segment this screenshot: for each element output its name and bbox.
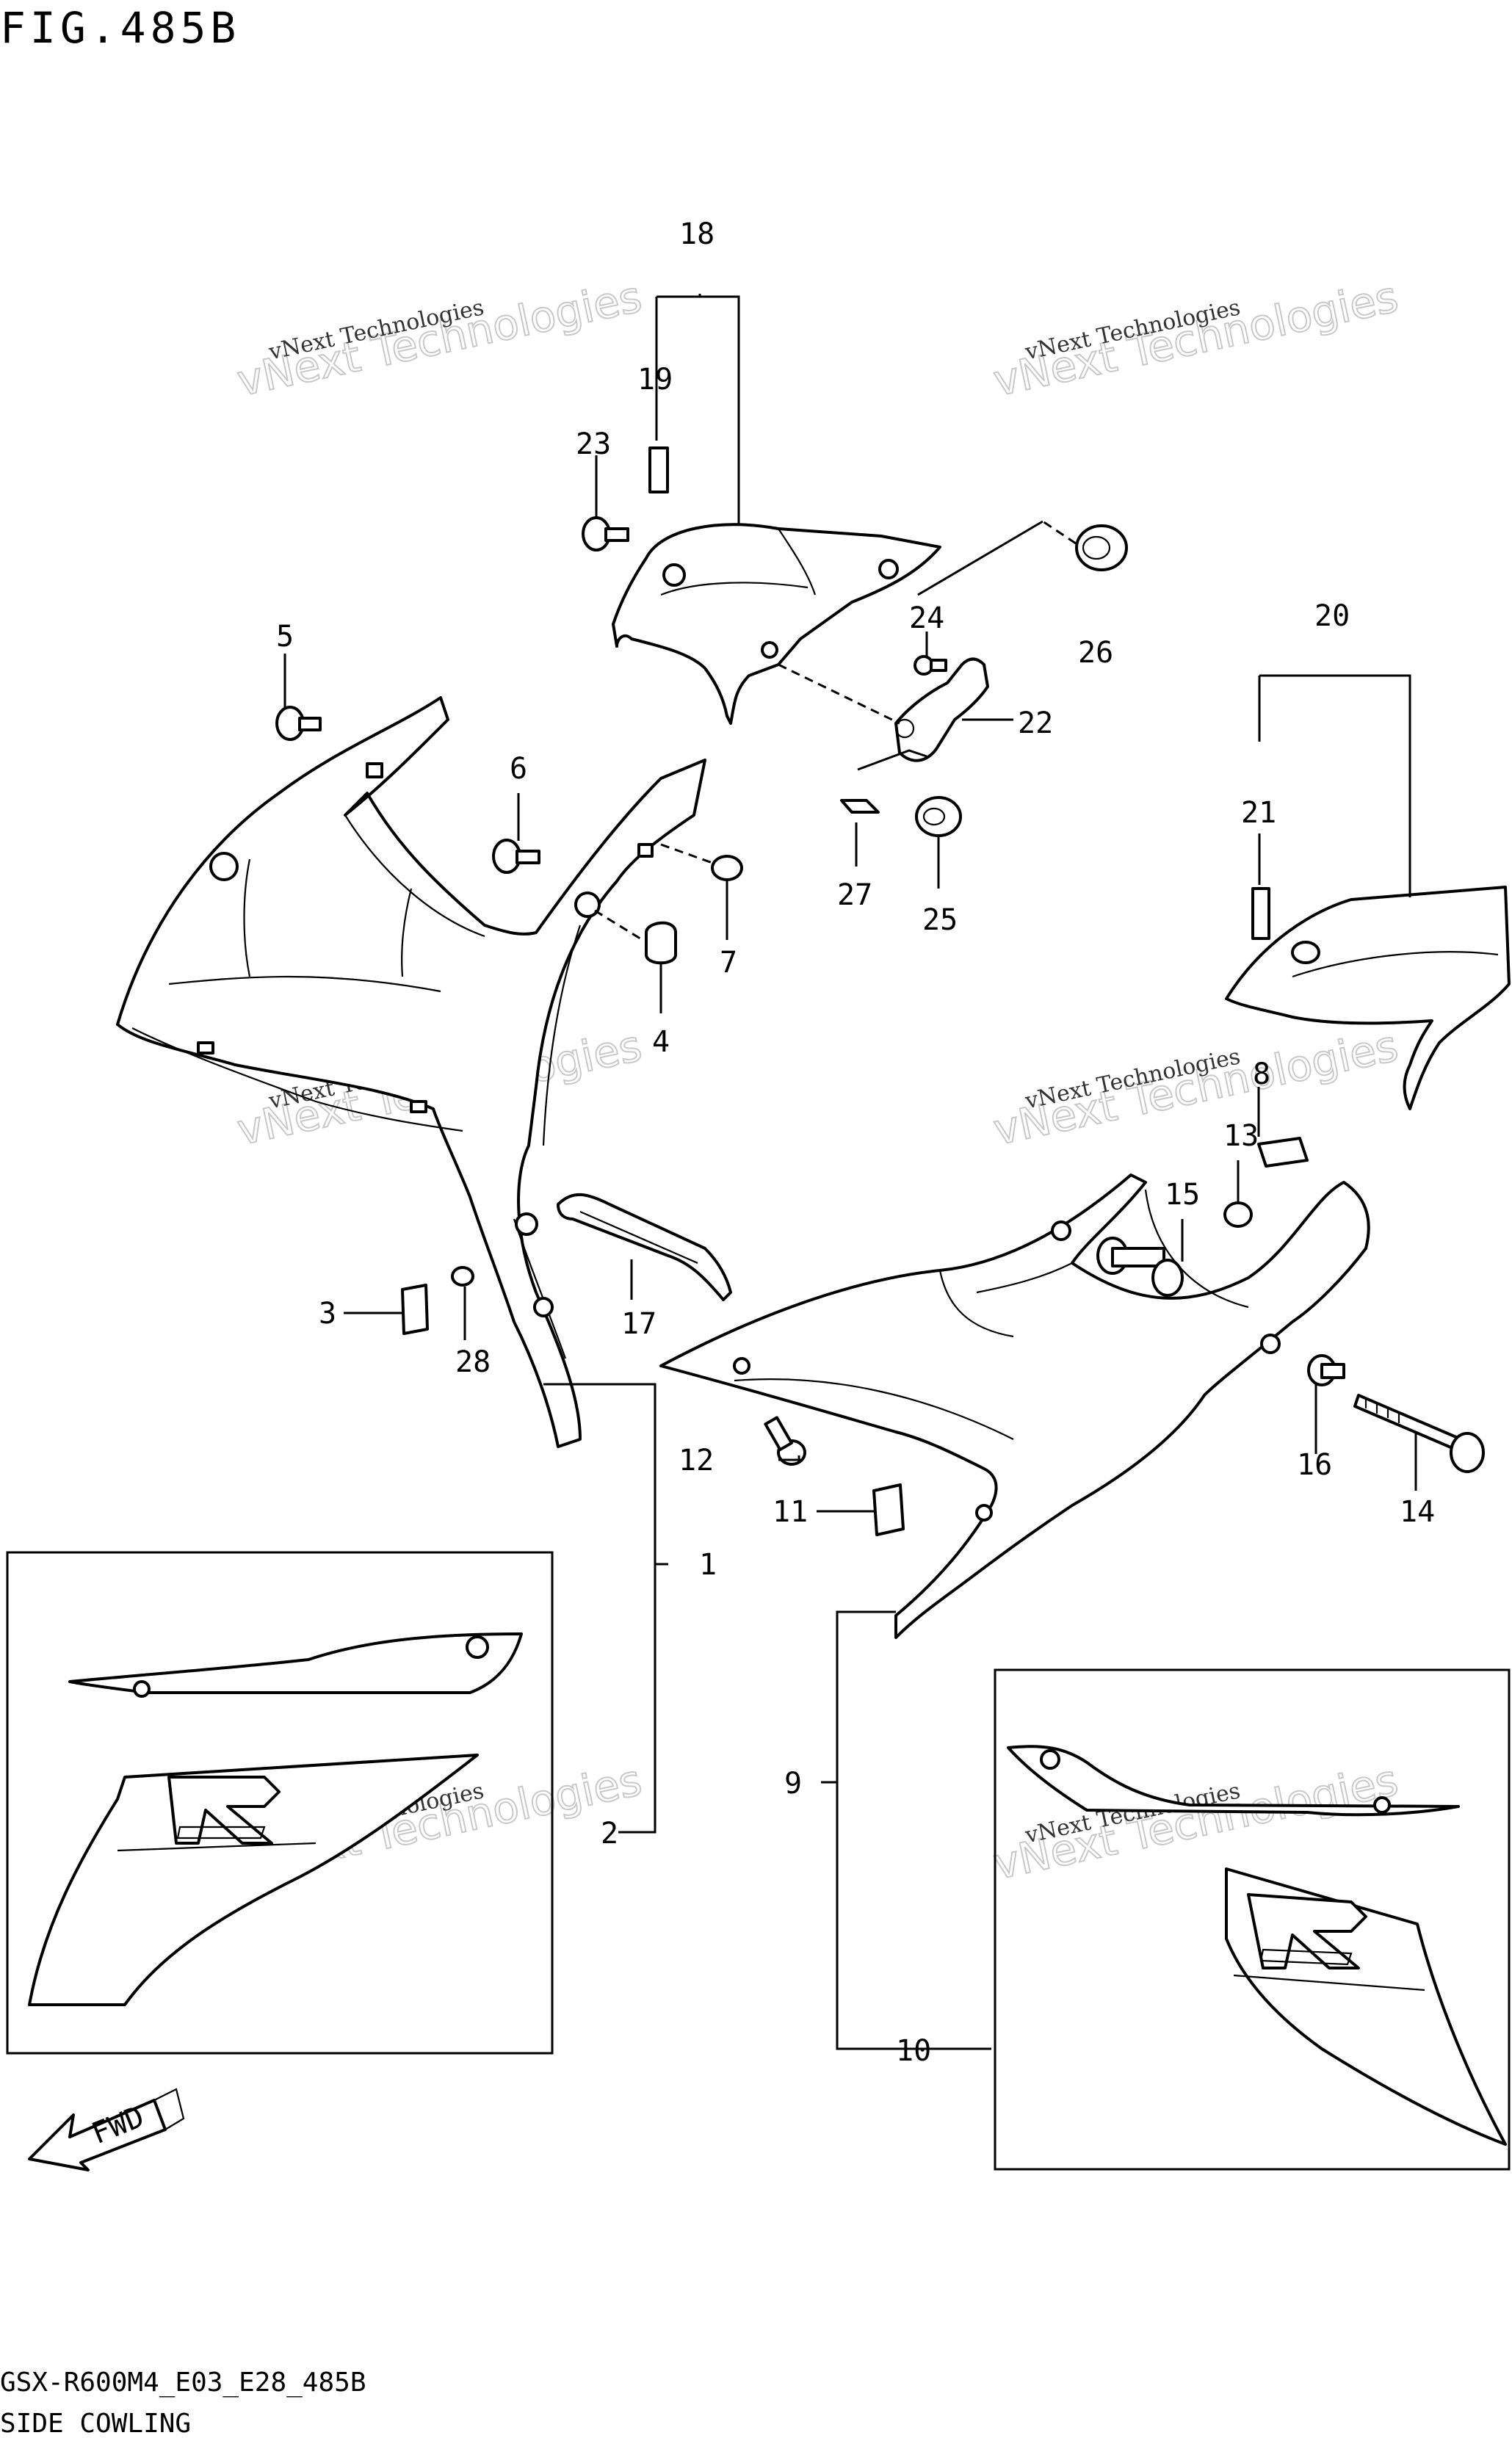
part-25-grommet: [915, 796, 962, 837]
part-19-sticker: [648, 446, 669, 493]
part-20-lower-panel: [1225, 886, 1511, 1110]
callout-11: 11: [773, 1495, 808, 1529]
callout-8: 8: [1253, 1057, 1270, 1091]
part-22-bracket: [894, 657, 989, 762]
callout-16: 16: [1297, 1448, 1332, 1482]
callout-3a: 3: [319, 1297, 336, 1331]
part-21-sticker: [1251, 887, 1270, 940]
fwd-arrow-icon: FWD: [28, 2088, 185, 2171]
callout-5: 5: [276, 620, 294, 654]
part-26-grommet: [1075, 524, 1128, 571]
part-12-screw: [764, 1416, 806, 1466]
callout-lines: [283, 294, 1417, 2050]
callout-21: 21: [1241, 796, 1276, 830]
part-27-tag: [840, 799, 880, 814]
callout-9: 9: [784, 1767, 802, 1801]
callout-20: 20: [1314, 599, 1350, 633]
callout-6: 6: [510, 752, 527, 786]
part-11-nut: [872, 1483, 905, 1536]
callout-1: 1: [699, 1548, 717, 1582]
part-8-tag: [1257, 1137, 1309, 1168]
part-14-bolt: [1353, 1394, 1485, 1473]
part-17-strip: [557, 1193, 732, 1301]
callout-27: 27: [837, 878, 872, 912]
callout-4: 4: [652, 1025, 670, 1059]
callout-24: 24: [909, 601, 944, 635]
callout-14: 14: [1400, 1495, 1435, 1529]
callout-26: 26: [1078, 636, 1113, 670]
callout-23: 23: [576, 427, 611, 461]
part-23-bolt: [582, 516, 629, 551]
callout-13: 13: [1223, 1119, 1259, 1153]
part-5-bolt: [275, 706, 322, 741]
callout-12: 12: [679, 1444, 714, 1477]
part-15-collar: [1096, 1237, 1184, 1297]
part-4-grommet: [594, 909, 677, 965]
part-16-collar: [1307, 1354, 1345, 1386]
callout-18: 18: [679, 217, 715, 251]
part-3-nut: [401, 1284, 429, 1335]
callout-numbers: 18 19 23 24 26 22 27 25 20 21 5 6 7 4 8 …: [276, 217, 1435, 2068]
callout-25: 25: [922, 903, 958, 937]
drawing-code: GSX-R600M4_E03_E28_485B: [0, 2368, 366, 2398]
callout-7: 7: [720, 946, 737, 980]
callout-22: 22: [1018, 706, 1053, 740]
callout-19: 19: [637, 363, 673, 397]
part-13-nut: [1223, 1201, 1253, 1228]
callout-2: 2: [601, 1817, 618, 1851]
drawing-subtitle: SIDE COWLING: [0, 2409, 191, 2438]
part-18-inner-panel: [612, 523, 941, 725]
part-28-screw: [451, 1266, 474, 1287]
part-9-side-cowl: [659, 1173, 1370, 1639]
inset-box-part-2: [6, 1551, 554, 2055]
gsxr-logo: [167, 1776, 281, 1845]
callout-17: 17: [621, 1307, 656, 1341]
inset-box-part-10: [994, 1668, 1511, 2171]
part-7-clip: [660, 843, 743, 881]
part-24-screw: [914, 655, 947, 676]
callout-15: 15: [1165, 1178, 1200, 1212]
part-1-side-cowl-frame: [116, 696, 706, 1448]
callout-10: 10: [896, 2034, 931, 2068]
part-6-bolt: [492, 839, 540, 874]
figure-title: FIG.485B: [0, 3, 240, 53]
callout-28: 28: [455, 1345, 491, 1379]
gsxr-logo: [1247, 1893, 1367, 1969]
